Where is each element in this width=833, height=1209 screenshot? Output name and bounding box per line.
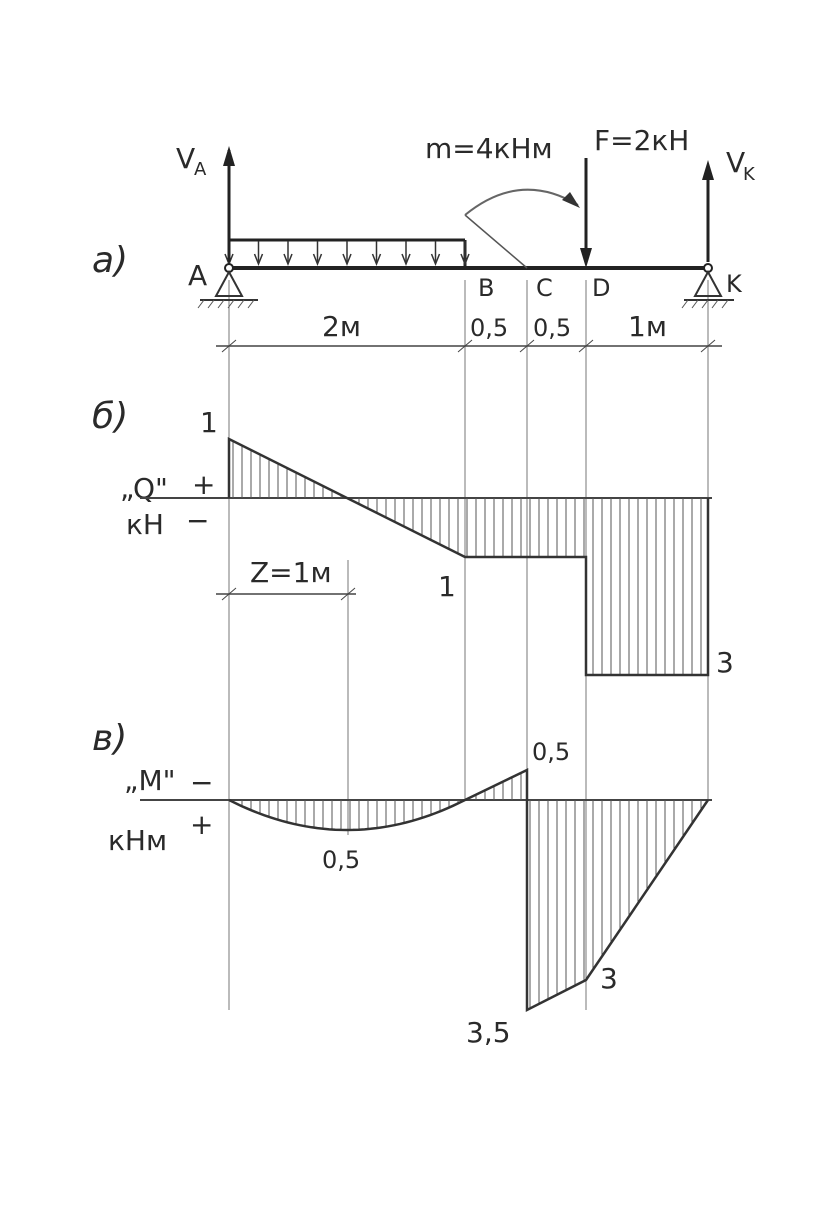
panel-c-label: в) [92,718,127,759]
moment-value-c-top: 0,5 [532,738,570,766]
point-a-label: A [188,259,207,292]
moment-value-d: 3 [600,962,618,995]
shear-value-b: 1 [438,570,456,603]
moment-outline [228,768,710,1013]
moment-value-c-bottom: 3,5 [466,1016,511,1049]
point-b-label: B [478,274,494,302]
panel-a-label: а) [92,240,128,281]
force-label: F=2кН [594,124,689,157]
span-cd-label: 0,5 [533,314,571,342]
point-d-label: D [592,274,610,302]
moment-arrow [464,188,580,269]
guide-lines [228,280,709,1010]
force-arrow [580,158,592,268]
shear-minus: − [186,504,209,537]
moment-plot [228,768,710,1013]
shear-plus: + [192,468,215,501]
moment-unit: кНм [108,824,167,857]
shear-plot [227,436,710,677]
reaction-k-sub: K [743,164,756,185]
shear-unit: кН [126,508,164,541]
moment-label: m=4кНм [425,132,553,165]
zero-distance-label: Z=1м [250,556,332,589]
shear-title: „Q" [120,472,168,505]
panel-b-label: б) [92,396,128,437]
span-ab-label: 2м [322,310,361,343]
zero-distance-dimension [216,587,356,601]
shear-outline [227,436,710,677]
moment-value-mid: 0,5 [322,846,360,874]
point-k-label: K [726,270,743,298]
reaction-k-arrow [702,160,714,262]
moment-minus: − [190,766,213,799]
shear-value-end: 3 [716,646,734,679]
reaction-a-sub: A [194,159,207,180]
reaction-a-arrow [223,146,235,262]
dimension-line [216,339,722,353]
support-a [197,263,258,309]
shear-value-start: 1 [200,406,218,439]
span-bc-label: 0,5 [470,314,508,342]
moment-title: „M" [124,764,176,797]
point-c-label: C [536,274,553,302]
distributed-load [224,238,470,268]
moment-plus: + [190,808,213,841]
span-dk-label: 1м [628,310,667,343]
support-k [681,263,734,309]
reaction-a-label: V [176,142,195,175]
reaction-k-label: V [726,146,745,179]
